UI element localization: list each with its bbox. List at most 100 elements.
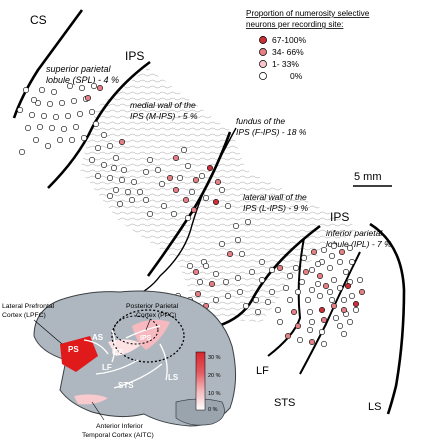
cs-label: CS: [30, 13, 47, 27]
recording-site: [300, 255, 307, 262]
recording-site: [308, 266, 315, 273]
fips-label-line2: IPS (F-IPS) - 18 %: [236, 127, 307, 137]
recording-site: [298, 278, 305, 285]
recording-site: [344, 282, 351, 289]
lips-label-line1: lateral wall of the: [243, 192, 307, 202]
recording-site: [50, 89, 57, 96]
recording-site: [38, 87, 45, 94]
recording-site: [193, 177, 200, 184]
recording-site: [302, 268, 309, 275]
brain-lf-sulcus: [95, 359, 139, 375]
recording-site: [314, 260, 321, 267]
legend-title-line2: neurons per recording site:: [246, 20, 343, 29]
recording-site: [346, 318, 353, 325]
recording-site: [185, 215, 192, 222]
recording-site: [40, 113, 47, 120]
recording-site: [119, 139, 126, 146]
recording-site: [58, 100, 65, 107]
recording-site: [36, 124, 43, 131]
brain-ps-label: PS: [68, 345, 79, 354]
recording-site: [197, 278, 204, 285]
brain-cs-label: CS: [112, 348, 124, 357]
recording-site: [308, 286, 315, 293]
recording-site: [336, 284, 343, 291]
recording-site: [107, 175, 114, 182]
recording-site: [71, 98, 78, 105]
recording-site: [320, 340, 327, 347]
recording-site: [213, 199, 220, 206]
recording-site: [183, 197, 190, 204]
recording-site: [77, 111, 84, 118]
recording-site: [274, 306, 281, 313]
recording-site: [358, 288, 365, 295]
recording-site: [328, 296, 335, 303]
recording-site: [107, 143, 114, 150]
ppc-label-line2: Cortex (PPC): [136, 312, 176, 319]
recording-site: [22, 87, 29, 94]
brain-inset: PS AS CS IPS LF LS STS Lateral Prefronta…: [2, 290, 236, 439]
recording-site: [73, 124, 80, 131]
recording-site: [332, 314, 339, 321]
recording-site: [34, 100, 41, 107]
lpfc-label-line1: Lateral Prefrontal: [2, 303, 55, 310]
aitc-highlight: [74, 394, 108, 405]
recording-site: [93, 121, 100, 128]
recording-site: [167, 175, 174, 182]
recording-site: [97, 85, 104, 92]
recording-site: [330, 302, 337, 309]
recording-site: [219, 187, 226, 194]
mips-label-line1: medial wall of the: [130, 100, 196, 110]
recording-site: [284, 332, 291, 339]
recording-site: [137, 189, 144, 196]
ppc-dotted-outline: [111, 309, 185, 363]
brain-ips-sulcus: [125, 325, 161, 339]
recording-sites: [16, 83, 365, 347]
recording-site: [336, 258, 343, 265]
aitc-label-line1: Anterior Inferior: [96, 423, 144, 430]
lpfc-leader: [33, 319, 63, 345]
recording-site: [95, 173, 102, 180]
recording-site: [79, 85, 86, 92]
recording-site: [235, 237, 242, 244]
lpfc-highlight: [60, 336, 98, 372]
recording-site: [235, 274, 242, 281]
recording-site: [322, 282, 329, 289]
recording-site: [308, 338, 315, 345]
recording-site: [219, 241, 226, 248]
recording-site: [199, 173, 206, 180]
recording-site: [294, 322, 301, 329]
spl-label-line2: lobule (SPL) - 4 %: [46, 75, 119, 85]
recording-site: [95, 145, 102, 152]
brain-ips-label: IPS: [140, 335, 152, 342]
ppc-dotted-outline-inner: [113, 315, 159, 345]
recording-site: [245, 219, 252, 226]
recording-site: [340, 330, 347, 337]
recording-site: [316, 292, 323, 299]
brain-silhouette: [33, 290, 236, 427]
recording-site: [181, 147, 188, 154]
recording-site: [32, 137, 39, 144]
ppc-leader: [145, 319, 151, 331]
recording-site: [52, 114, 59, 121]
legend-swatch-1-33: [259, 60, 267, 68]
recording-site: [113, 187, 120, 194]
recording-site: [81, 135, 88, 142]
recording-site: [342, 268, 349, 275]
recording-site: [326, 264, 333, 271]
recording-site: [310, 249, 317, 256]
recording-site: [255, 308, 262, 315]
colorbar-tick-20: 20 %: [208, 373, 221, 379]
recording-site: [131, 179, 138, 186]
recording-site: [56, 137, 63, 144]
recording-site: [147, 157, 154, 164]
brain-as-label: AS: [92, 333, 104, 342]
recording-site: [195, 290, 202, 297]
recording-site: [316, 272, 323, 279]
recording-site: [48, 125, 55, 132]
recording-site: [159, 181, 166, 188]
recording-site: [177, 175, 184, 182]
brain-ls-label: LS: [168, 373, 179, 382]
mips-label-line2: IPS (M-IPS) - 5 %: [130, 111, 198, 121]
recording-site: [191, 207, 198, 214]
fips-label-line1: fundus of the: [236, 116, 285, 126]
